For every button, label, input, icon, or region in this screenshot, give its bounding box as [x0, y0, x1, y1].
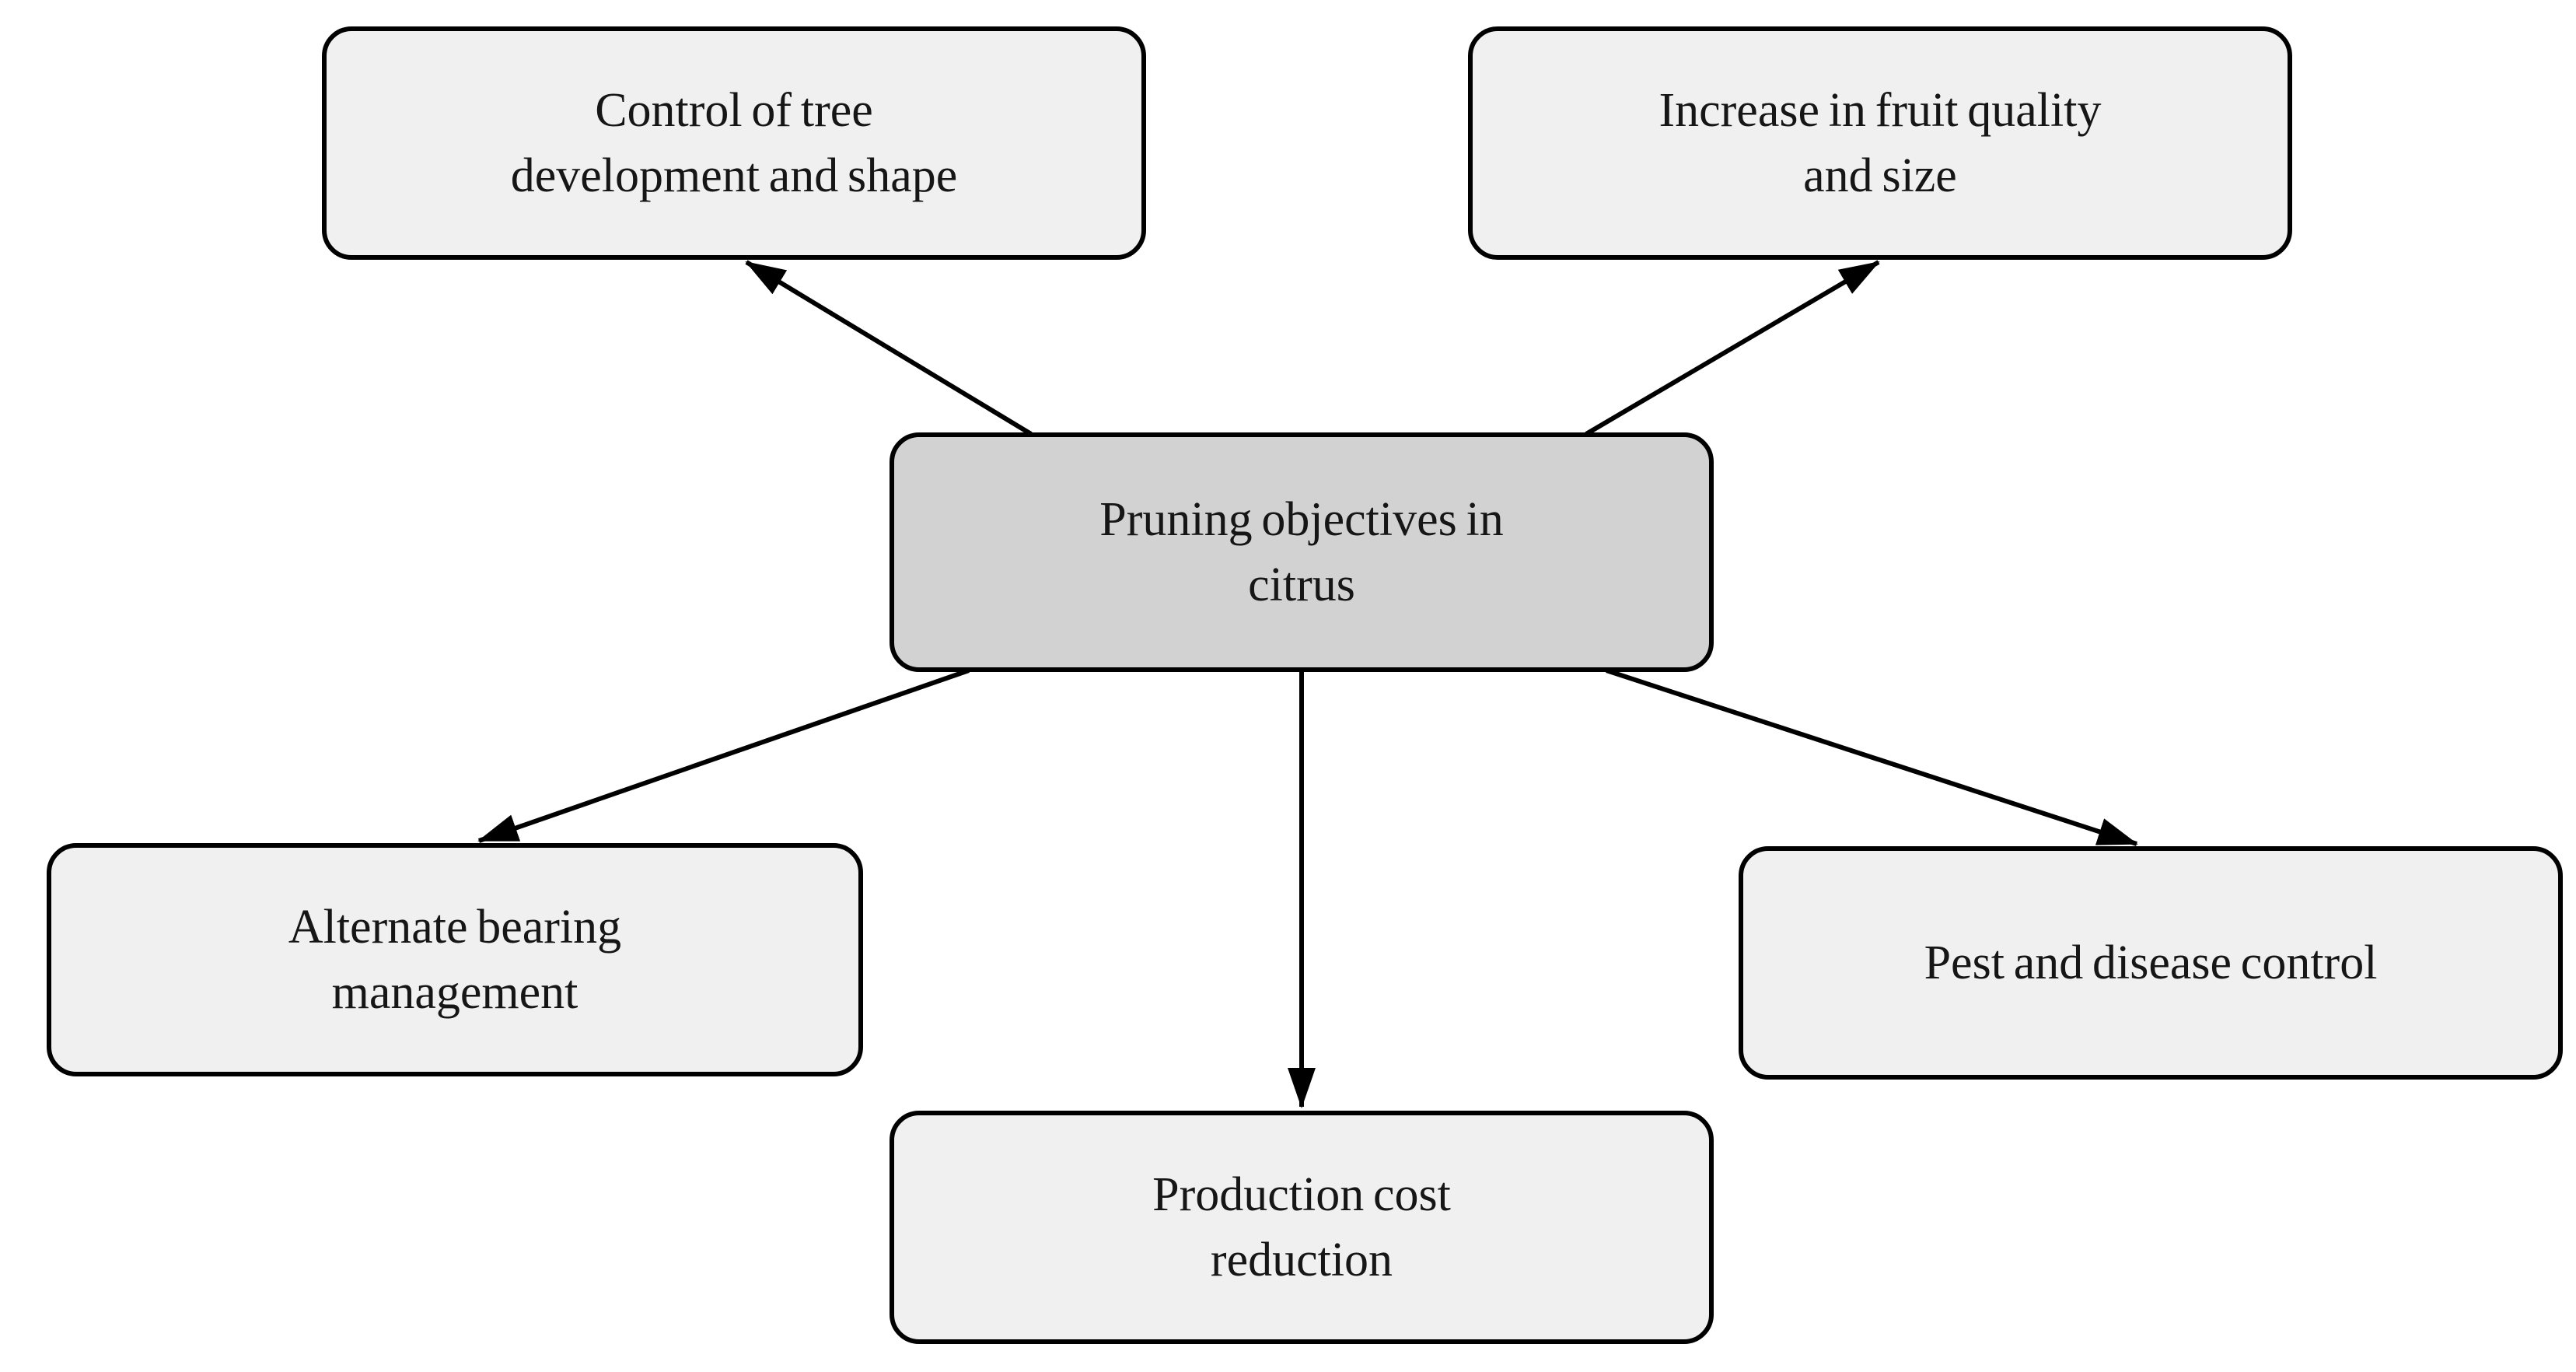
arrow-center-to-bottom-right: [1606, 668, 2138, 846]
node-label: Control of tree development and shape: [510, 83, 958, 202]
arrow-center-to-top-right: [1585, 260, 1880, 436]
node-increase-fruit-quality: Increase in fruit quality and size: [1468, 26, 2292, 260]
arrow-center-to-top-left: [745, 260, 1033, 436]
node-alternate-bearing: Alternate bearing management: [47, 843, 863, 1076]
node-pest-disease-control: Pest and disease control: [1739, 846, 2563, 1080]
node-label: Increase in fruit quality and size: [1658, 83, 2102, 202]
node-label: Production cost reduction: [1152, 1167, 1451, 1286]
node-production-cost: Production cost reduction: [890, 1111, 1714, 1344]
node-pruning-objectives-center: Pruning objectives in citrus: [890, 432, 1714, 672]
node-control-tree-development: Control of tree development and shape: [322, 26, 1146, 260]
node-label: Pest and disease control: [1924, 936, 2378, 989]
node-label: Alternate bearing management: [288, 900, 622, 1019]
node-label: Pruning objectives in citrus: [1099, 492, 1504, 611]
arrow-center-to-bottom-left: [477, 668, 970, 843]
